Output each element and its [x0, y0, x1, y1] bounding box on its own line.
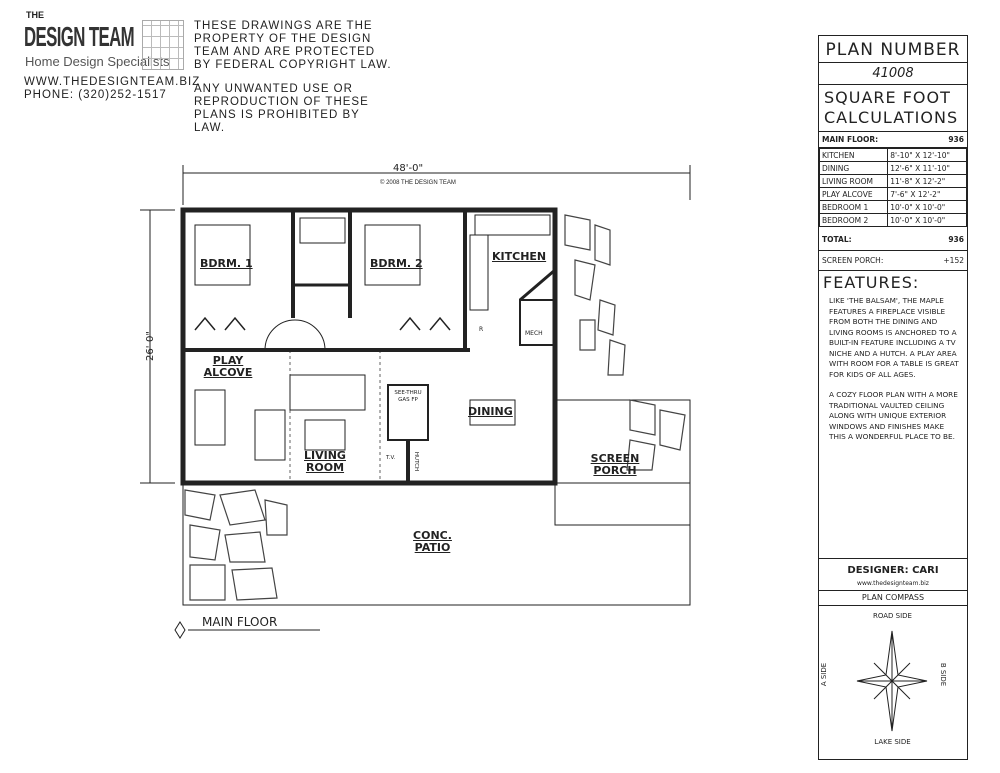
- website-link[interactable]: WWW.THEDESIGNTEAM.BIZ: [24, 76, 201, 88]
- plan-copyright: © 2008 THE DESIGN TEAM: [380, 180, 456, 186]
- compass-title: PLAN COMPASS: [861, 593, 925, 602]
- logo-name: DESIGN TEAM: [24, 21, 135, 52]
- floor-label: MAIN FLOOR: [202, 615, 278, 629]
- fireplace-label: SEE-THRU GAS FP: [394, 390, 422, 403]
- features-title: FEATURES:: [823, 273, 920, 292]
- total-value: 936: [948, 235, 964, 244]
- room-size: 7'-6" X 12'-2": [887, 187, 967, 201]
- room-kitchen: KITCHEN: [492, 250, 547, 263]
- total-label: TOTAL:: [822, 235, 852, 244]
- main-floor-label: MAIN FLOOR:: [822, 135, 879, 144]
- designer-section: DESIGNER: CARI www.thedesignteam.biz PLA…: [819, 559, 967, 606]
- room-name: BEDROOM 2: [818, 213, 889, 227]
- floor-plan-drawing: [140, 165, 691, 639]
- room-play-alcove: PLAY ALCOVE: [203, 354, 253, 379]
- compass-star-icon: [856, 630, 928, 732]
- compass-top: ROAD SIDE: [873, 612, 912, 620]
- title-block: PLAN NUMBER 41008 SQUARE FOOT CALCULATIO…: [818, 35, 968, 760]
- compass-bottom: LAKE SIDE: [874, 738, 911, 746]
- tv-label: T.V.: [386, 455, 396, 461]
- room-size: 12'-6" X 11'-10": [887, 161, 967, 175]
- notice-2: ANY UNWANTED USE OR REPRODUCTION OF THES…: [194, 83, 369, 134]
- plan-number-section: PLAN NUMBER 41008: [819, 36, 967, 85]
- room-living: LIVING ROOM: [304, 449, 346, 474]
- logo-tagline: Home Design Specialists: [25, 54, 170, 69]
- designer-website[interactable]: www.thedesignteam.biz: [819, 580, 967, 591]
- feature-paragraph: LIKE 'THE BALSAM', THE MAPLE FEATURES A …: [829, 296, 959, 379]
- notice-1: THESE DRAWINGS ARE THE PROPERTY OF THE D…: [194, 20, 392, 71]
- room-size: 11'-8" X 12'-2": [887, 174, 967, 188]
- room-name: LIVING ROOM: [818, 174, 889, 188]
- logo-the: THE: [26, 10, 44, 20]
- room-bdrm1: BDRM. 1: [200, 257, 253, 270]
- copyright-notice: THESE DRAWINGS ARE THE PROPERTY OF THE D…: [194, 20, 394, 146]
- width-dimension: 48'-0": [393, 163, 424, 174]
- porch-label: SCREEN PORCH:: [822, 256, 884, 265]
- room-size: 10'-0" X 10'-0": [887, 200, 967, 214]
- features-text: LIKE 'THE BALSAM', THE MAPLE FEATURES A …: [819, 294, 967, 443]
- mech-label: MECH: [525, 330, 543, 337]
- feature-paragraph: A COZY FLOOR PLAN WITH A MORE TRADITIONA…: [829, 390, 958, 441]
- room-name: KITCHEN: [818, 148, 889, 162]
- compass-right: B SIDE: [939, 662, 948, 687]
- logo-grid-graphic: [142, 20, 184, 70]
- room-screen-porch: SCREEN PORCH: [590, 452, 640, 477]
- features-section: FEATURES: LIKE 'THE BALSAM', THE MAPLE F…: [819, 271, 967, 559]
- room-name: DINING: [818, 161, 889, 175]
- room-size: 10'-0" X 10'-0": [887, 213, 967, 227]
- room-size: 8'-10" X 12'-10": [887, 148, 967, 162]
- compass-section: ROAD SIDE LAKE SIDE A SIDE B SIDE: [819, 606, 967, 756]
- plan-number-label: PLAN NUMBER: [819, 36, 967, 63]
- phone: PHONE: (320)252-1517: [24, 89, 167, 101]
- porch-value: +152: [943, 256, 964, 265]
- depth-dimension: 26'-0": [145, 330, 157, 362]
- room-name: PLAY ALCOVE: [818, 187, 889, 201]
- porch-row: SCREEN PORCH: +152: [819, 251, 967, 270]
- plan-number: 41008: [872, 66, 914, 81]
- designer: DESIGNER: CARI: [847, 565, 939, 576]
- contact-info: WWW.THEDESIGNTEAM.BIZ PHONE: (320)252-15…: [24, 76, 200, 102]
- room-patio: CONC. PATIO: [413, 529, 452, 554]
- sqft-title: SQUARE FOOT CALCULATIONS: [824, 88, 959, 127]
- total-row: TOTAL: 936: [819, 227, 967, 251]
- fridge-label: R: [479, 326, 484, 333]
- room-dining: DINING: [468, 405, 513, 418]
- main-floor-value: 936: [948, 135, 964, 144]
- hutch-label: HUTCH: [413, 451, 420, 472]
- room-bdrm2: BDRM. 2: [370, 257, 423, 270]
- compass-left: A SIDE: [820, 662, 829, 687]
- room-name: BEDROOM 1: [818, 200, 889, 214]
- main-floor-row: MAIN FLOOR: 936: [819, 132, 967, 148]
